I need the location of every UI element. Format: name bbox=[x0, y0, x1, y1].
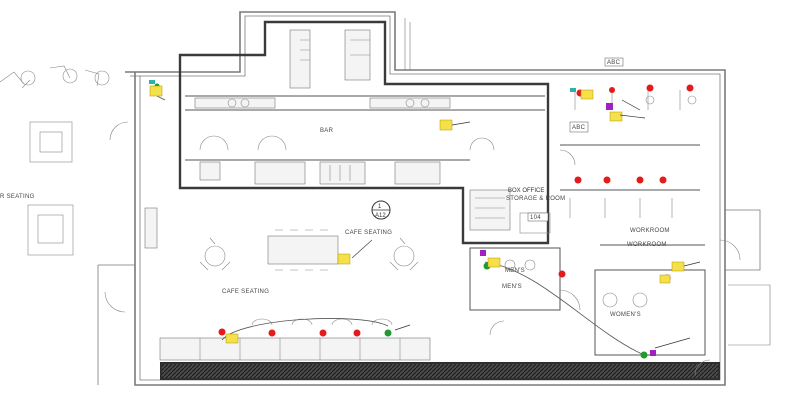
red-marker bbox=[603, 176, 611, 184]
label-womens: WOMEN'S bbox=[610, 312, 641, 318]
red-marker bbox=[574, 176, 582, 184]
teal-marker bbox=[570, 88, 576, 92]
label-cafe-seating-bottom: CAFE SEATING bbox=[222, 289, 269, 295]
other-markers bbox=[149, 80, 656, 356]
tag-a: ABC bbox=[572, 125, 586, 131]
purple-marker bbox=[480, 250, 486, 256]
label-workroom: WORKROOM bbox=[630, 228, 670, 234]
red-marker bbox=[218, 328, 226, 336]
note-icon bbox=[671, 261, 685, 272]
label-mens: MEN'S bbox=[505, 268, 525, 274]
kitchen-boundary-outline bbox=[178, 20, 550, 245]
label-bar: BAR bbox=[320, 128, 334, 134]
leader-lines bbox=[394, 99, 701, 349]
note-icon bbox=[439, 119, 453, 131]
green-marker bbox=[640, 351, 648, 359]
note-icon bbox=[659, 274, 671, 284]
red-marker bbox=[268, 329, 276, 337]
note-icon bbox=[149, 85, 163, 97]
section-tag-bottom: A12 bbox=[375, 213, 386, 219]
red-marker bbox=[353, 329, 361, 337]
label-box-office: BOX OFFICE bbox=[508, 188, 544, 194]
section-tag-top: 1 bbox=[378, 204, 382, 210]
green-marker bbox=[384, 329, 392, 337]
note-icon bbox=[487, 257, 501, 268]
ref-tag: 104 bbox=[530, 215, 541, 221]
bottom-hatch-strip bbox=[160, 362, 720, 380]
red-marker bbox=[686, 84, 694, 92]
label-mens-alt: MEN'S bbox=[502, 284, 522, 290]
red-marker bbox=[636, 176, 644, 184]
booth-row bbox=[159, 318, 431, 361]
kitchen-interior bbox=[185, 29, 551, 234]
note-icon bbox=[337, 253, 351, 265]
outer-walls bbox=[97, 11, 771, 386]
cafe-seating-area bbox=[144, 207, 419, 271]
doors bbox=[104, 121, 741, 376]
red-marker bbox=[319, 329, 327, 337]
purple-marker bbox=[606, 103, 613, 110]
red-marker bbox=[558, 270, 566, 278]
red-device-markers bbox=[218, 84, 694, 337]
ref-tags: 104 ABC ABC bbox=[527, 57, 624, 222]
label-cafe-seating-top: CAFE SEATING bbox=[345, 230, 392, 236]
purple-marker bbox=[650, 350, 656, 356]
label-box-office-sub: STORAGE & ROOM bbox=[506, 196, 565, 202]
note-icon bbox=[609, 111, 623, 122]
red-marker bbox=[646, 84, 654, 92]
outdoor-seating bbox=[0, 65, 110, 256]
note-icon bbox=[580, 89, 594, 100]
tag-b: ABC bbox=[607, 60, 621, 66]
red-marker bbox=[659, 176, 667, 184]
section-marker: 1 A12 bbox=[371, 200, 391, 220]
note-markers bbox=[149, 85, 685, 344]
red-marker bbox=[609, 87, 615, 93]
note-icon bbox=[225, 333, 239, 344]
teal-marker bbox=[149, 80, 155, 84]
label-outdoor-seating: R SEATING bbox=[0, 194, 35, 200]
restrooms bbox=[469, 90, 706, 356]
label-workroom-2: WORKROOM bbox=[627, 242, 667, 248]
room-labels: BAR CAFE SEATING CAFE SEATING R SEATING … bbox=[0, 128, 670, 318]
routing-curves bbox=[154, 94, 643, 355]
